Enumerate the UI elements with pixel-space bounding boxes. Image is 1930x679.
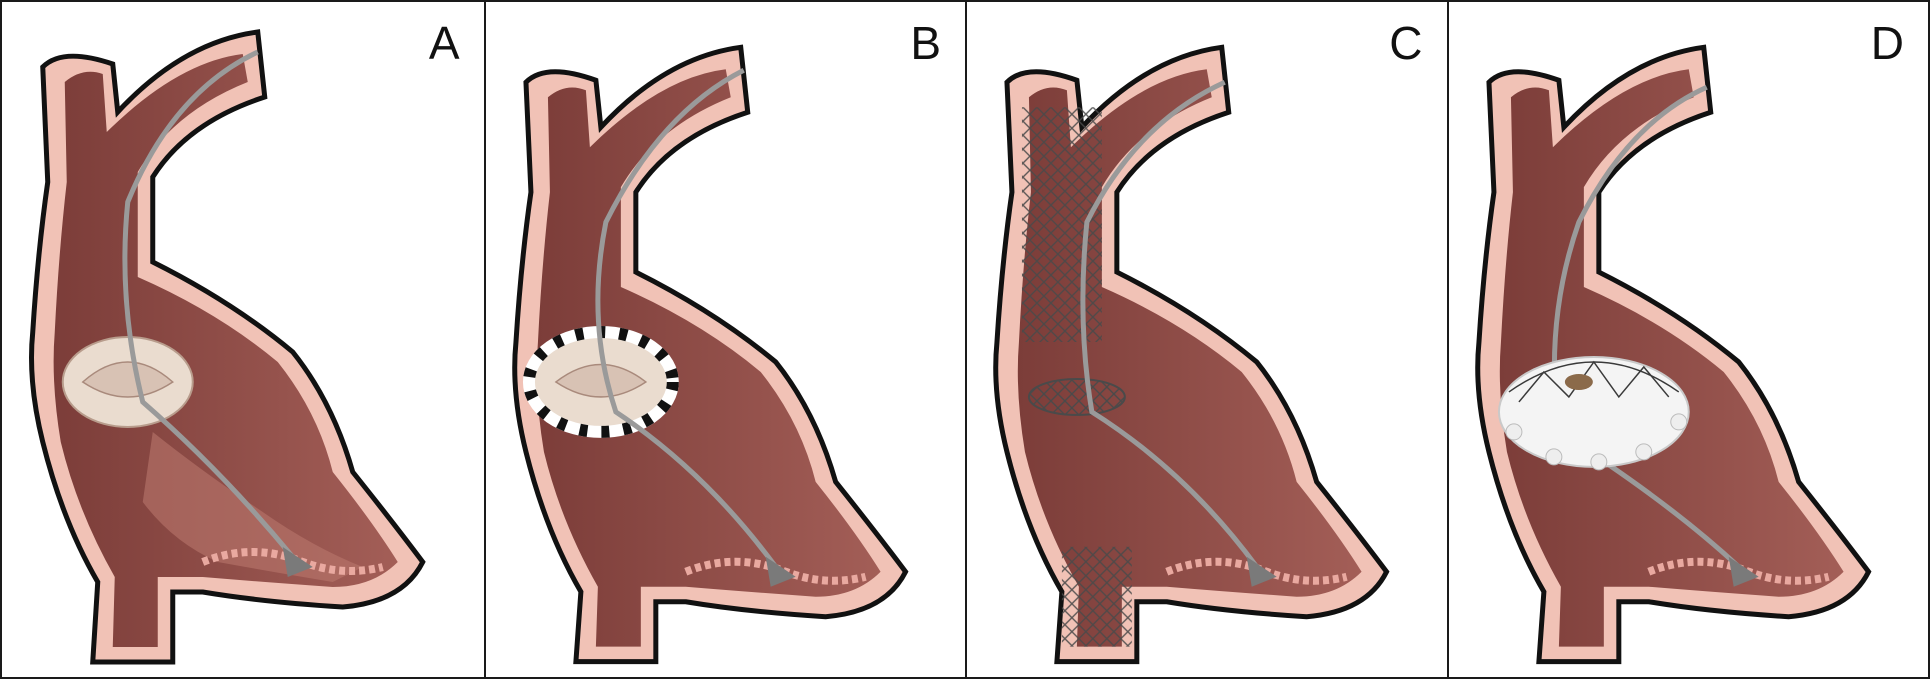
stent-ring (1029, 379, 1125, 415)
panel-d: D (1447, 2, 1929, 677)
panel-label: A (429, 20, 460, 66)
panel-label: D (1871, 20, 1904, 66)
panel-label: C (1389, 20, 1422, 66)
panel-a: A (2, 2, 484, 677)
heart-outline (1477, 47, 1868, 661)
heart-illustration-c (967, 2, 1447, 677)
panel-c: C (965, 2, 1447, 677)
panel-label: B (910, 20, 941, 66)
stent-graft-lower (1062, 547, 1132, 647)
heart-illustration-a (2, 2, 484, 677)
heart-illustration-b (486, 2, 966, 677)
stent-graft-upper (1022, 107, 1102, 342)
heart-illustration-d (1449, 2, 1929, 677)
panel-b: B (484, 2, 966, 677)
